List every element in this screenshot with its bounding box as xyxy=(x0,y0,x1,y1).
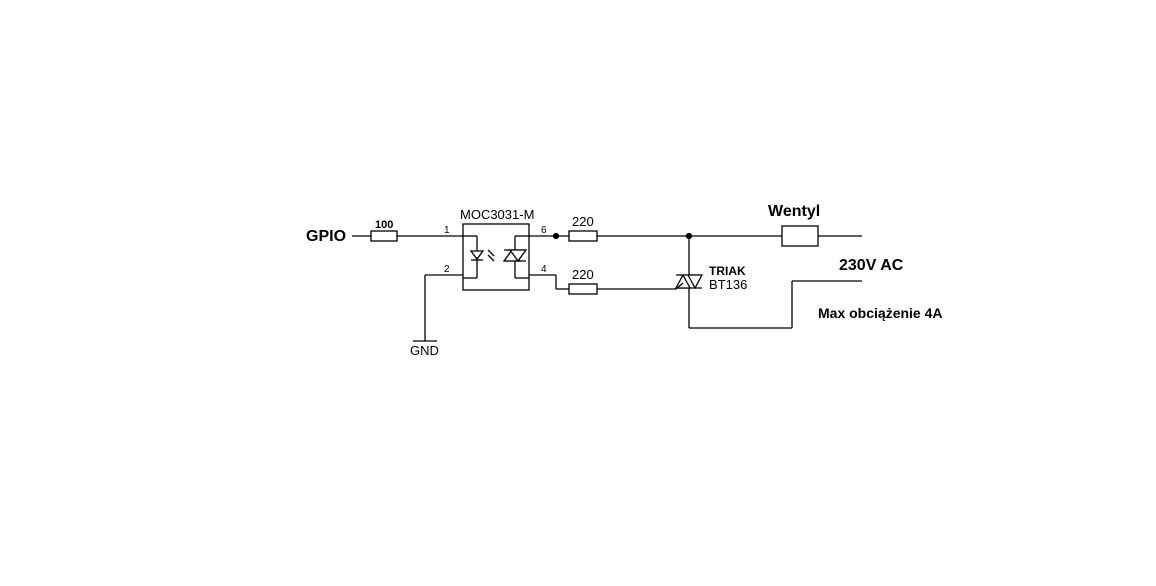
mains-label: 230V AC xyxy=(839,257,904,274)
triac-part-label: BT136 xyxy=(709,277,747,292)
triac-type-label: TRIAK xyxy=(709,264,746,278)
triac-gate-lead xyxy=(675,282,684,290)
pin-2-label: 2 xyxy=(444,264,450,275)
resistor-220-top-label: 220 xyxy=(572,214,594,229)
triac-icon-a xyxy=(674,273,692,289)
resistor-220-bottom-label: 220 xyxy=(572,267,594,282)
fan-label: Wentyl xyxy=(768,203,820,220)
light-arrow-1 xyxy=(487,249,495,257)
max-load-label: Max obciążenie 4A xyxy=(818,305,943,321)
resistor-220-bottom xyxy=(568,283,598,295)
resistor-100 xyxy=(370,230,398,242)
optocoupler-label: MOC3031-M xyxy=(460,207,534,222)
resistor-100-label: 100 xyxy=(375,219,393,231)
light-arrow-2 xyxy=(487,254,495,262)
pin-4-label: 4 xyxy=(541,264,547,275)
load-fan xyxy=(781,225,819,247)
opto-triac-icon-b xyxy=(508,249,528,263)
pin-1-label: 1 xyxy=(444,225,450,236)
gnd-label: GND xyxy=(410,343,439,358)
led-icon xyxy=(469,250,485,261)
gpio-label: GPIO xyxy=(306,228,346,245)
triac-icon-b xyxy=(686,274,704,290)
resistor-220-top xyxy=(568,230,598,242)
junction-dot-pin6 xyxy=(552,232,560,240)
pin-6-label: 6 xyxy=(541,225,547,236)
